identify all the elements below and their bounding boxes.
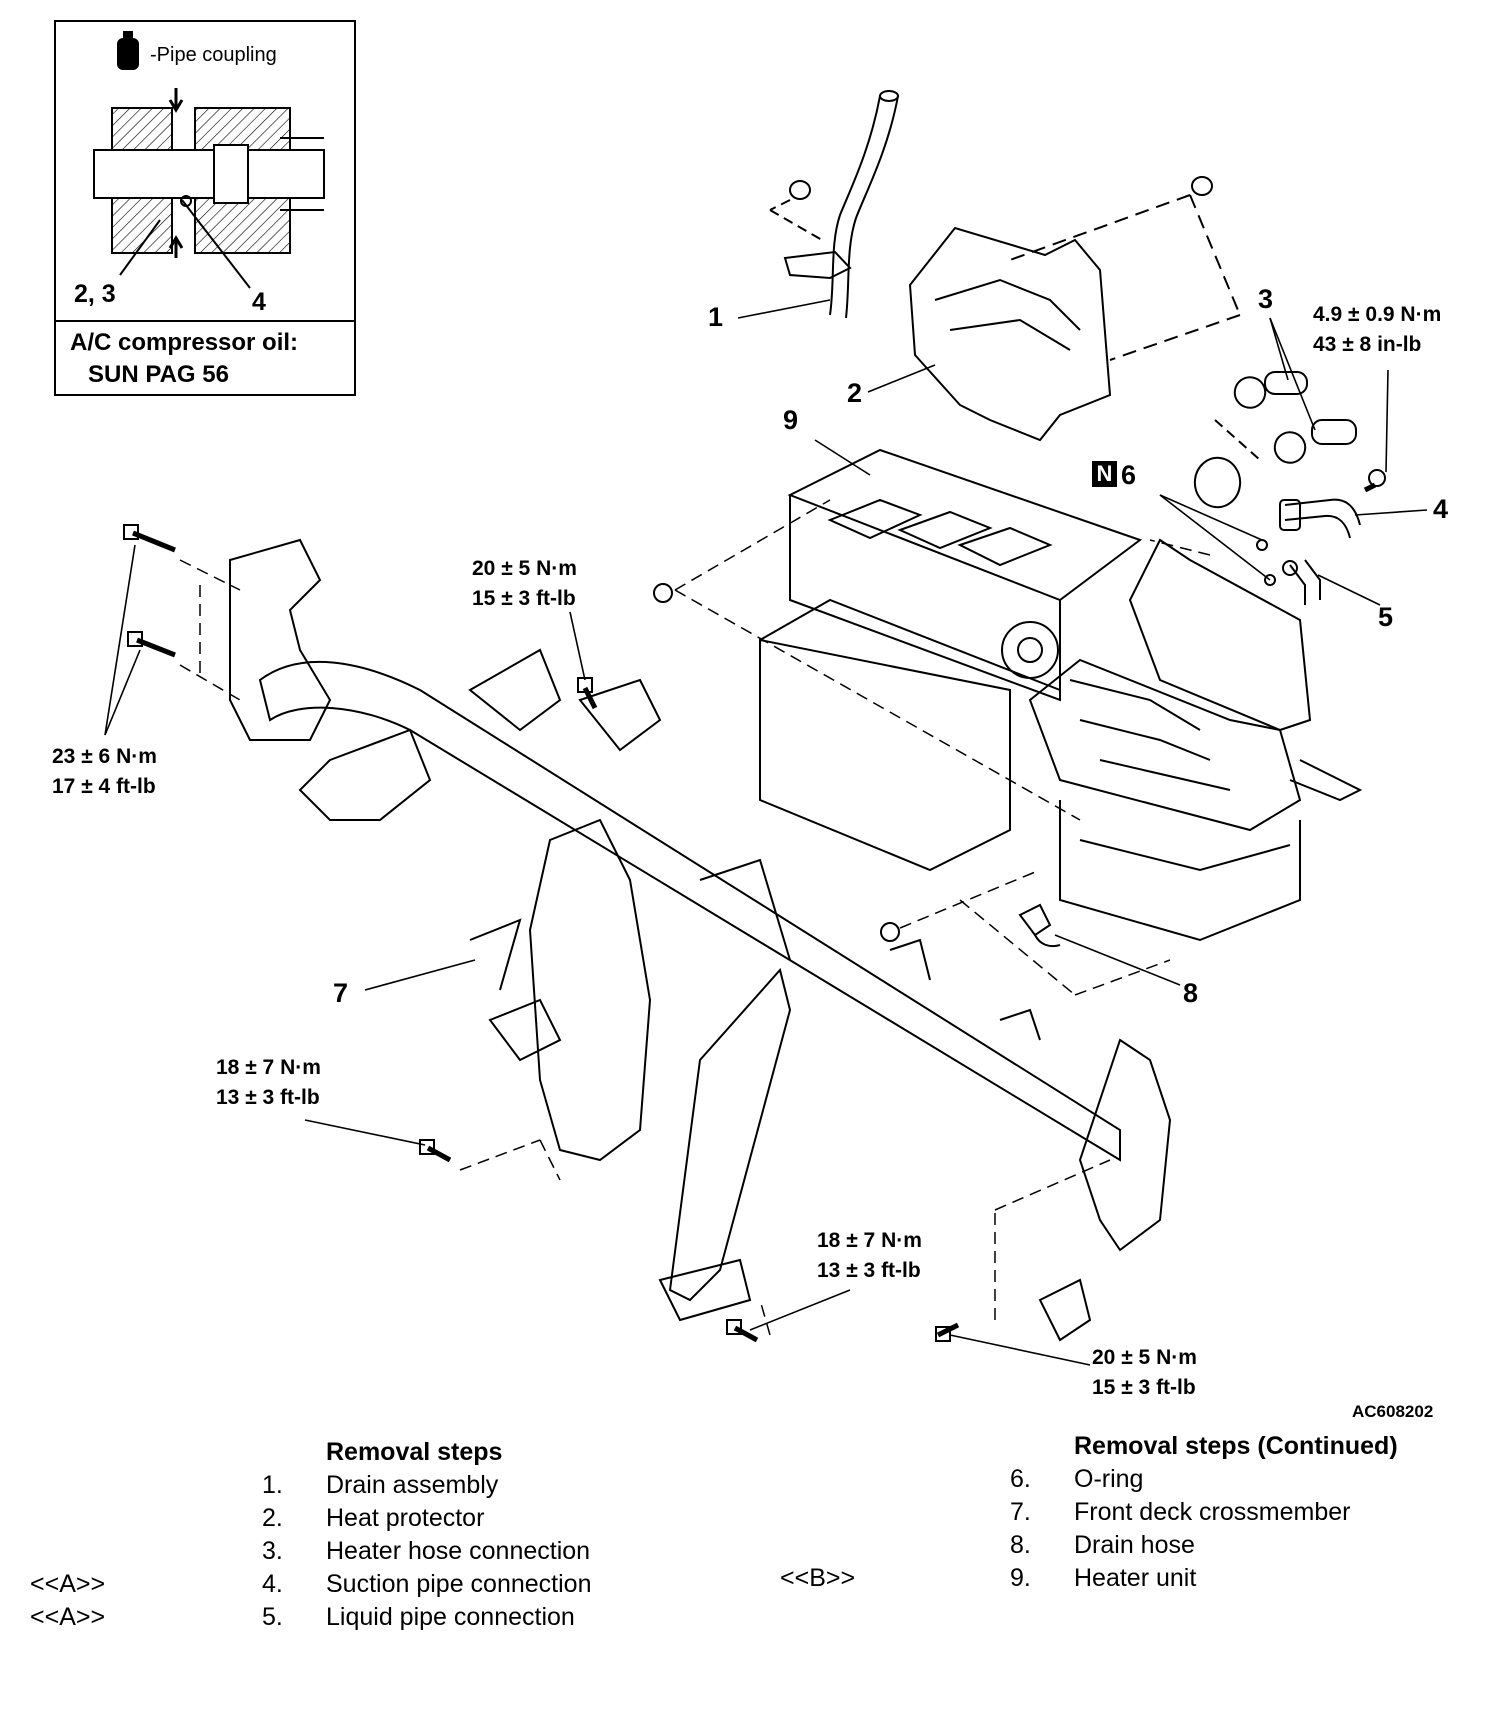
figure-reference-code: AC608202: [1352, 1402, 1434, 1421]
removal-steps-heading-row: Removal steps: [30, 1436, 710, 1469]
step-number: 3.: [262, 1537, 283, 1565]
list-item: 2. Heat protector: [30, 1502, 710, 1535]
list-item: <<A>> 5. Liquid pipe connection: [30, 1601, 710, 1634]
torque-imperial: 15 ± 3 ft-lb: [472, 587, 576, 610]
step-number: 2.: [262, 1504, 283, 1532]
inset-label-4: 4: [252, 288, 266, 316]
torque-spec-lower-middle: 18 ± 7 N·m 13 ± 3 ft-lb: [817, 1226, 922, 1286]
new-part-mark: N: [1092, 461, 1117, 487]
pipe-coupling-inset: -Pipe coupling 2, 3 4 A/C compressor oil…: [54, 20, 356, 396]
list-item: 7. Front deck crossmember: [780, 1496, 1480, 1529]
step-text: Heater hose connection: [326, 1537, 591, 1565]
step-number: 7.: [1010, 1498, 1031, 1526]
step-text: Drain assembly: [326, 1471, 499, 1499]
step-number: 9.: [1010, 1564, 1031, 1592]
removal-steps-continued-heading: Removal steps (Continued): [1074, 1432, 1398, 1460]
torque-spec-pipe-bolt: 4.9 ± 0.9 N·m 43 ± 8 in-lb: [1313, 300, 1441, 360]
procedure-tag: <<A>>: [30, 1570, 106, 1598]
leader-lines: [104, 299, 1428, 1366]
torque-metric: 18 ± 7 N·m: [216, 1056, 321, 1079]
torque-spec-crossmember-left: 23 ± 6 N·m 17 ± 4 ft-lb: [52, 742, 157, 802]
torque-imperial: 13 ± 3 ft-lb: [216, 1086, 320, 1109]
step-text: Liquid pipe connection: [326, 1603, 575, 1631]
torque-spec-lower-left: 18 ± 7 N·m 13 ± 3 ft-lb: [216, 1053, 321, 1113]
torque-imperial: 15 ± 3 ft-lb: [1092, 1376, 1196, 1399]
list-item: 1. Drain assembly: [30, 1469, 710, 1502]
step-number: 6.: [1010, 1465, 1031, 1493]
removal-steps-continued-list: Removal steps (Continued) 6. O-ring 7. F…: [780, 1430, 1480, 1595]
step-number: 8.: [1010, 1531, 1031, 1559]
torque-metric: 18 ± 7 N·m: [817, 1229, 922, 1252]
callout-6-number: 6: [1121, 460, 1137, 490]
nut-icon: [880, 922, 900, 942]
step-text: Drain hose: [1074, 1531, 1195, 1559]
inset-divider: [56, 320, 354, 322]
torque-spec-heater-nut: 20 ± 5 N·m 15 ± 3 ft-lb: [472, 554, 577, 614]
step-number: 4.: [262, 1570, 283, 1598]
inset-label-2-3: 2, 3: [74, 280, 116, 308]
step-text: Suction pipe connection: [326, 1570, 592, 1598]
removal-steps-heading: Removal steps: [326, 1438, 503, 1466]
pipe-coupling-section: [93, 31, 325, 289]
step-number: 1.: [262, 1471, 283, 1499]
callout-1: 1: [708, 302, 724, 332]
drain-assembly-drawing: [769, 90, 899, 319]
step-text: Front deck crossmember: [1074, 1498, 1351, 1526]
pipe-coupling-label: -Pipe coupling: [150, 44, 277, 66]
step-number: 5.: [262, 1603, 283, 1631]
torque-metric: 20 ± 5 N·m: [1092, 1346, 1197, 1369]
refrigerant-pipes-drawing: [1256, 469, 1386, 605]
list-item: <<A>> 4. Suction pipe connection: [30, 1568, 710, 1601]
heater-unit-drawing: [759, 448, 1363, 942]
callout-5: 5: [1378, 602, 1394, 632]
compressor-oil-title: A/C compressor oil:: [70, 329, 299, 356]
drain-hose-drawing: [1018, 903, 1061, 948]
step-text: Heat protector: [326, 1504, 485, 1532]
callout-9: 9: [783, 405, 799, 435]
front-deck-crossmember-drawing: [229, 538, 1172, 1342]
callout-3: 3: [1258, 284, 1274, 314]
callout-7: 7: [333, 978, 349, 1008]
list-item: 6. O-ring: [780, 1463, 1480, 1496]
callout-8: 8: [1183, 978, 1199, 1008]
procedure-tag: <<A>>: [30, 1603, 106, 1631]
heater-hose-clamps-drawing: [1193, 371, 1357, 509]
removal-steps-continued-heading-row: Removal steps (Continued): [780, 1430, 1480, 1463]
procedure-tag: <<B>>: [780, 1564, 856, 1592]
compressor-oil-note: A/C compressor oil: SUN PAG 56: [70, 327, 298, 391]
nut-icon: [653, 583, 673, 603]
heat-protector-drawing: [908, 176, 1241, 442]
alignment-lines: [179, 499, 1211, 1336]
step-text: O-ring: [1074, 1465, 1144, 1493]
torque-spec-lower-right: 20 ± 5 N·m 15 ± 3 ft-lb: [1092, 1343, 1197, 1403]
torque-metric: 20 ± 5 N·m: [472, 557, 577, 580]
callout-4: 4: [1433, 494, 1449, 524]
torque-imperial: 17 ± 4 ft-lb: [52, 775, 156, 798]
torque-metric: 4.9 ± 0.9 N·m: [1313, 303, 1442, 326]
list-item: 3. Heater hose connection: [30, 1535, 710, 1568]
step-text: Heater unit: [1074, 1564, 1197, 1592]
torque-imperial: 43 ± 8 in-lb: [1313, 333, 1422, 356]
compressor-oil-spec: SUN PAG 56: [88, 361, 229, 388]
removal-steps-list: Removal steps 1. Drain assembly 2. Heat …: [30, 1436, 710, 1634]
list-item: 8. Drain hose: [780, 1529, 1480, 1562]
callout-2: 2: [847, 378, 863, 408]
torque-imperial: 13 ± 3 ft-lb: [817, 1259, 921, 1282]
torque-metric: 23 ± 6 N·m: [52, 745, 157, 768]
fasteners: [123, 482, 1377, 1343]
list-item: <<B>> 9. Heater unit: [780, 1562, 1480, 1595]
